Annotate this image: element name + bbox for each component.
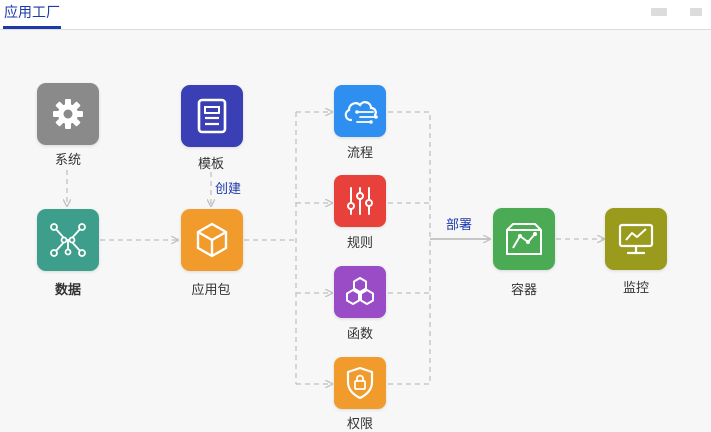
label-container: 容器 [510, 283, 537, 298]
container-box-icon [506, 223, 542, 255]
blurred-user-info [651, 8, 667, 16]
shield-lock-icon [346, 366, 374, 400]
node-data[interactable] [37, 209, 99, 271]
label-system: 系统 [54, 153, 81, 168]
node-rule[interactable] [334, 175, 386, 227]
label-monitor: 监控 [622, 281, 649, 296]
node-system[interactable] [37, 83, 99, 145]
label-function: 函数 [346, 327, 373, 342]
sliders-icon [347, 187, 373, 215]
node-app-package[interactable] [181, 209, 243, 271]
network-graph-icon [50, 223, 86, 257]
label-template: 模板 [197, 157, 224, 172]
label-rule: 规则 [346, 236, 373, 251]
node-template[interactable] [181, 85, 243, 147]
bus-right [388, 111, 431, 385]
node-permission[interactable] [334, 357, 386, 409]
label-app-package: 应用包 [191, 283, 231, 298]
gear-icon [53, 99, 83, 129]
label-create: 创建 [215, 182, 242, 197]
label-permission: 权限 [346, 417, 373, 432]
label-data: 数据 [54, 283, 81, 298]
node-monitor[interactable] [605, 208, 667, 270]
cloud-flow-icon [344, 101, 378, 124]
top-bar: 应用工厂 [0, 0, 711, 30]
label-deploy: 部署 [446, 218, 473, 233]
monitor-chart-icon [618, 223, 654, 255]
label-flow: 流程 [346, 146, 373, 161]
hexagon-cluster-icon [346, 277, 374, 305]
node-function[interactable] [334, 266, 386, 318]
node-container[interactable] [493, 208, 555, 270]
package-cube-icon [196, 222, 228, 258]
blurred-user-info-2 [690, 8, 702, 16]
tab-app-factory[interactable]: 应用工厂 [3, 0, 61, 29]
template-document-icon [197, 98, 227, 134]
node-flow[interactable] [334, 85, 386, 137]
